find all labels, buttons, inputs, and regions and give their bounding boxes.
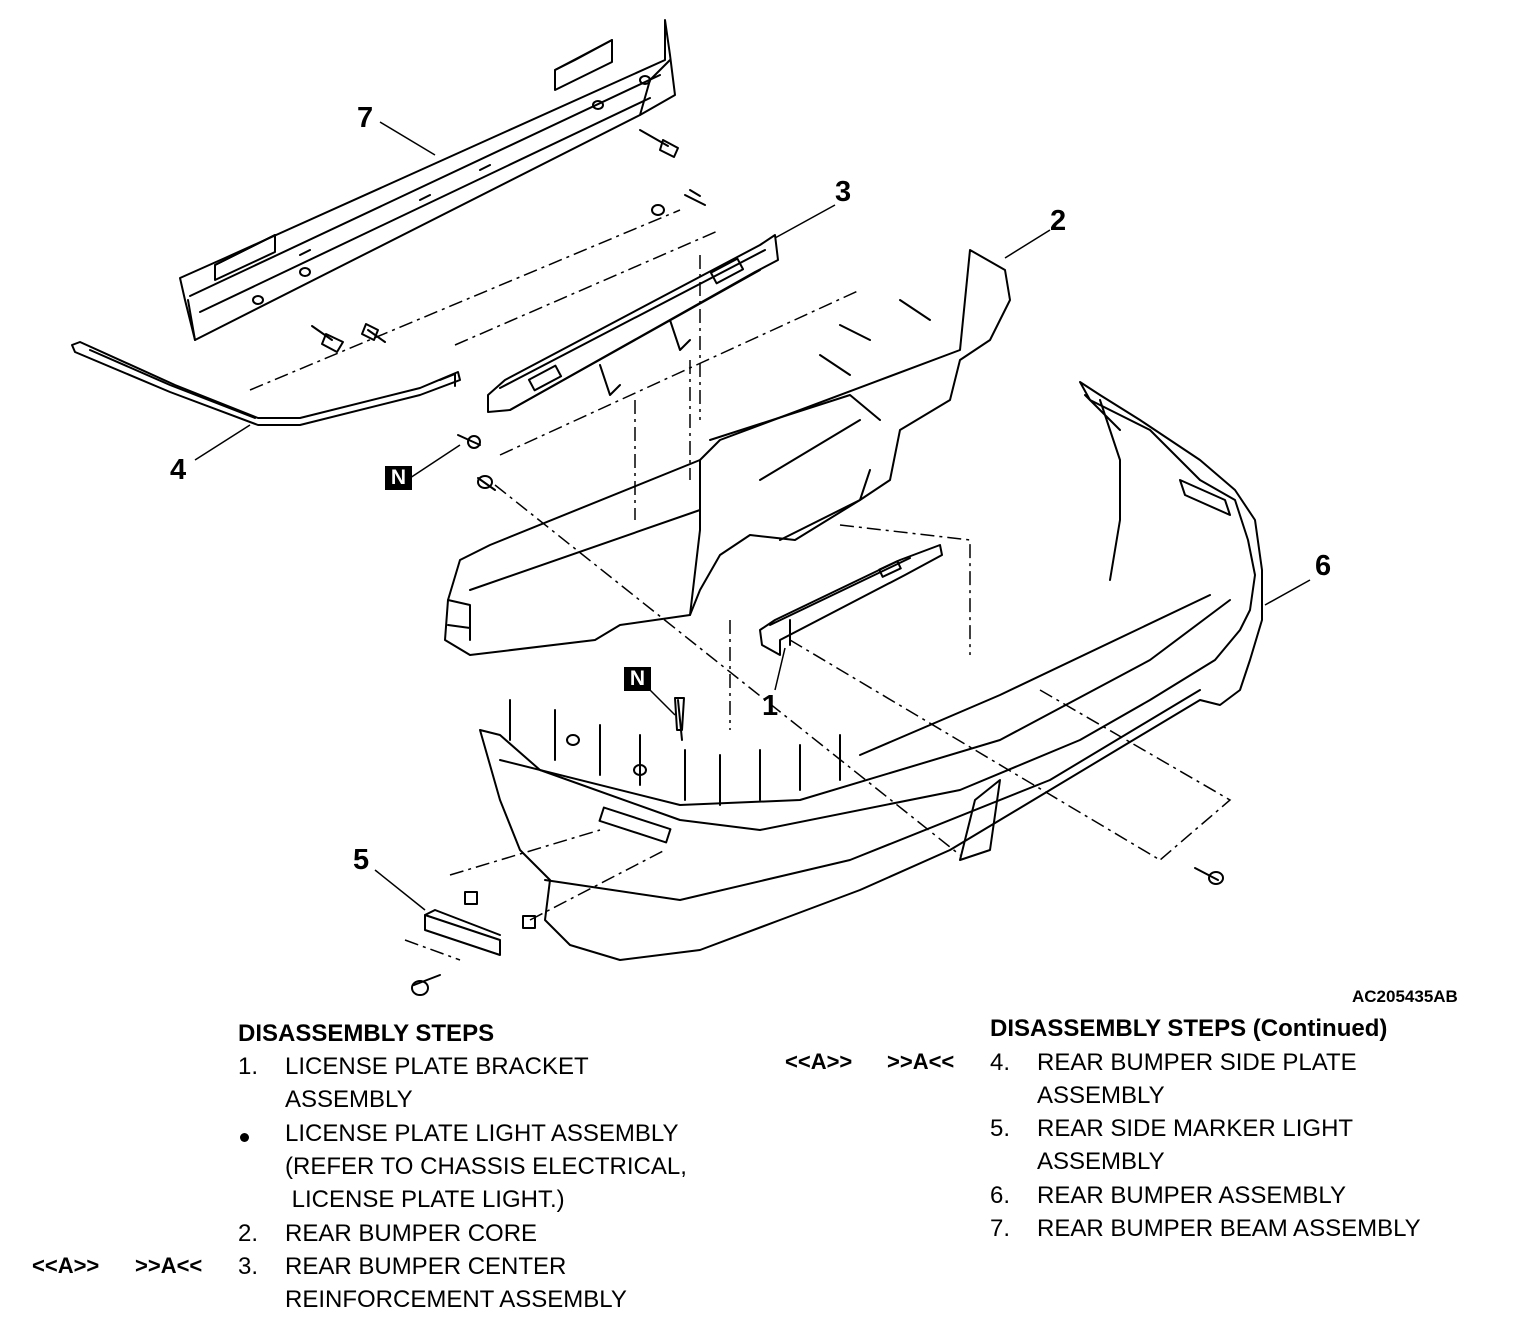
step-text: REAR SIDE MARKER LIGHT	[1037, 1115, 1354, 1142]
bullet-icon	[240, 1133, 249, 1142]
step-text: REAR BUMPER CORE	[285, 1220, 538, 1247]
rear-bumper-center-reinforcement	[487, 189, 779, 413]
exploded-view-drawing	[71, 19, 1311, 996]
rear-bumper-beam-assembly	[179, 19, 676, 341]
step-number: 7.	[990, 1215, 1011, 1242]
n-badge-upper: N	[385, 466, 412, 490]
alignment-lines	[249, 209, 1232, 961]
step-text: ASSEMBLY	[1037, 1082, 1165, 1109]
step-text: ASSEMBLY	[1037, 1148, 1165, 1175]
step-text: LICENSE PLATE BRACKET	[285, 1053, 589, 1080]
callout-4: 4	[170, 454, 187, 486]
callout-7: 7	[357, 102, 374, 134]
step-number: 1.	[238, 1053, 259, 1080]
step-text: REINFORCEMENT ASSEMBLY	[285, 1286, 627, 1313]
step-number: 4.	[990, 1049, 1011, 1076]
step-text: REAR BUMPER BEAM ASSEMBLY	[1037, 1215, 1421, 1242]
step-text: REAR BUMPER SIDE PLATE	[1037, 1049, 1357, 1076]
step-text: REAR BUMPER CENTER	[285, 1253, 567, 1280]
callout-1: 1	[762, 690, 779, 722]
callout-5: 5	[353, 844, 370, 876]
step-number: 5.	[990, 1115, 1011, 1142]
step-number: 6.	[990, 1182, 1011, 1209]
step-text: ASSEMBLY	[285, 1086, 413, 1113]
rear-bumper-core	[444, 249, 1011, 656]
callout-3: 3	[835, 176, 852, 208]
step-number: 3.	[238, 1253, 259, 1280]
figure-code: AC205435AB	[1352, 987, 1458, 1006]
left-steps-title: DISASSEMBLY STEPS	[238, 1020, 495, 1047]
rear-bumper-assembly	[479, 381, 1263, 961]
step-text: (REFER TO CHASSIS ELECTRICAL,	[285, 1153, 687, 1180]
callout-leaders	[194, 121, 1311, 911]
fastener-icon	[457, 434, 1224, 885]
installation-reference: >>A<<	[135, 1253, 203, 1278]
license-plate-bracket	[759, 544, 943, 656]
step-text: LICENSE PLATE LIGHT ASSEMBLY	[285, 1120, 679, 1147]
step-text: LICENSE PLATE LIGHT.)	[285, 1186, 565, 1213]
removal-reference: <<A>>	[32, 1253, 100, 1278]
step-number: 2.	[238, 1220, 259, 1247]
rear-bumper-side-plate	[71, 341, 461, 426]
n-badge-lower: N	[624, 667, 651, 691]
callout-6: 6	[1315, 550, 1332, 582]
right-steps-title: DISASSEMBLY STEPS (Continued)	[990, 1015, 1388, 1042]
callout-2: 2	[1050, 205, 1067, 237]
rear-side-marker-light	[411, 891, 536, 996]
installation-reference: >>A<<	[887, 1049, 955, 1074]
beam-bolt-icon	[311, 129, 679, 353]
removal-reference: <<A>>	[785, 1049, 853, 1074]
step-text: REAR BUMPER ASSEMBLY	[1037, 1182, 1346, 1209]
